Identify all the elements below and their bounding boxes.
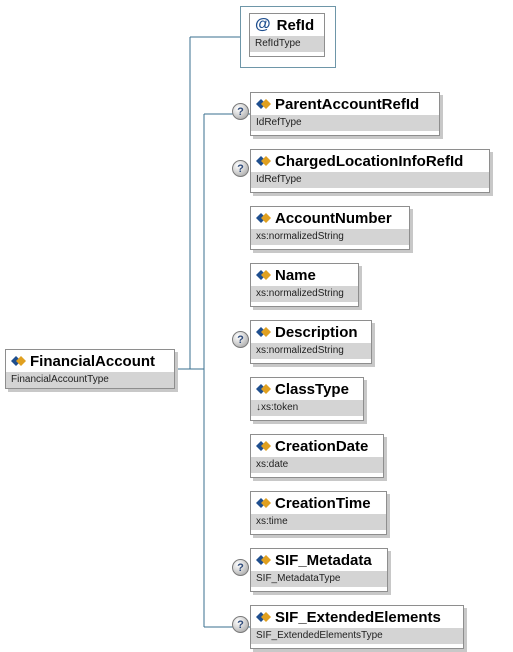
attribute-icon: @	[255, 16, 271, 33]
element-type: SIF_MetadataType	[251, 571, 387, 587]
element-name: ClassType	[275, 380, 349, 398]
element-icon	[256, 270, 271, 280]
element-name: CreationTime	[275, 494, 371, 512]
element-name: SIF_Metadata	[275, 551, 372, 569]
element-icon	[256, 612, 271, 622]
optional-marker-icon: ?	[232, 331, 249, 348]
element-name: AccountNumber	[275, 209, 392, 227]
element-name: Name	[275, 266, 316, 284]
element-icon	[256, 384, 271, 394]
element-type: xs:normalizedString	[251, 343, 371, 359]
root-element-name: FinancialAccount	[30, 352, 156, 370]
attribute-node-refid[interactable]: @ RefId RefIdType	[249, 13, 325, 57]
element-icon	[256, 213, 271, 223]
element-type: xs:normalizedString	[251, 286, 358, 302]
attribute-name: RefId	[276, 16, 315, 34]
element-type: xs:date	[251, 457, 383, 473]
element-name: ParentAccountRefId	[275, 95, 420, 113]
element-icon	[256, 441, 271, 451]
optional-marker-icon: ?	[232, 160, 249, 177]
element-node-name[interactable]: Name xs:normalizedString	[250, 263, 359, 307]
element-type: IdRefType	[251, 115, 439, 131]
element-name: Description	[275, 323, 358, 341]
optional-marker-icon: ?	[232, 559, 249, 576]
element-node-creationdate[interactable]: CreationDate xs:date	[250, 434, 384, 478]
element-icon	[256, 498, 271, 508]
optional-marker-icon: ?	[232, 616, 249, 633]
element-icon	[256, 555, 271, 565]
element-icon	[256, 327, 271, 337]
attribute-type: RefIdType	[250, 36, 324, 52]
element-icon	[256, 99, 271, 109]
element-type: xs:normalizedString	[251, 229, 409, 245]
element-node-creationtime[interactable]: CreationTime xs:time	[250, 491, 387, 535]
element-icon	[256, 156, 271, 166]
root-element-type: FinancialAccountType	[6, 372, 174, 388]
element-type: IdRefType	[251, 172, 489, 188]
element-type: ↓xs:token	[251, 400, 363, 416]
element-name: CreationDate	[275, 437, 369, 455]
element-name: SIF_ExtendedElements	[275, 608, 441, 626]
element-node-classtype[interactable]: ClassType ↓xs:token	[250, 377, 364, 421]
element-name: ChargedLocationInfoRefId	[275, 152, 464, 170]
element-type: xs:time	[251, 514, 386, 530]
element-icon	[11, 356, 26, 366]
optional-marker-icon: ?	[232, 103, 249, 120]
element-node-description[interactable]: Description xs:normalizedString	[250, 320, 372, 364]
element-type: SIF_ExtendedElementsType	[251, 628, 463, 644]
root-element-node[interactable]: FinancialAccount FinancialAccountType	[5, 349, 175, 389]
element-node-accountnumber[interactable]: AccountNumber xs:normalizedString	[250, 206, 410, 250]
